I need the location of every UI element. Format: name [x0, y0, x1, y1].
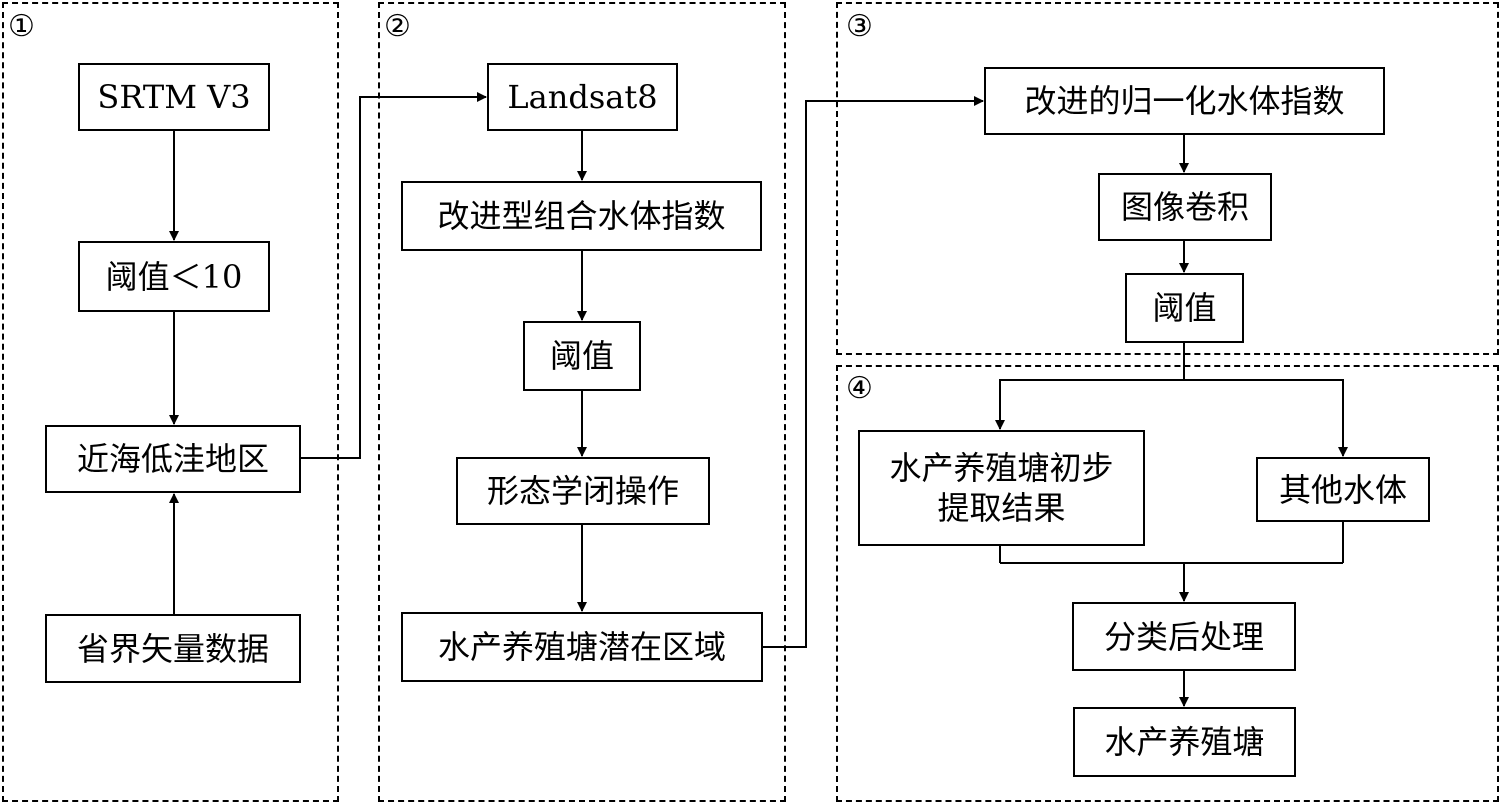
node-threshold-2: 阈值	[523, 321, 641, 391]
node-other-water: 其他水体	[1256, 457, 1430, 522]
node-provincial-boundary: 省界矢量数据	[45, 614, 301, 683]
node-preliminary-result: 水产养殖塘初步 提取结果	[858, 430, 1145, 546]
arrow-threshold-to-other-water	[1184, 379, 1348, 457]
node-aquaculture-ponds: 水产养殖塘	[1073, 707, 1296, 777]
node-morphological-closing: 形态学闭操作	[456, 457, 710, 525]
node-post-classification: 分类后处理	[1072, 602, 1296, 671]
node-srtm: SRTM V3	[78, 63, 270, 131]
node-image-convolution: 图像卷积	[1098, 173, 1272, 241]
panel-2-label: ②	[384, 9, 411, 44]
panel-2	[378, 2, 786, 802]
node-threshold-3: 阈值	[1125, 273, 1244, 343]
node-modified-combined-water-index: 改进型组合水体指数	[401, 181, 762, 251]
node-landsat8: Landsat8	[487, 63, 678, 131]
connector-threshold-split	[995, 343, 1185, 430]
arrow-coastal-to-landsat	[301, 92, 487, 459]
panel-1	[2, 2, 339, 802]
panel-3-label: ③	[846, 9, 873, 44]
node-coastal-lowland: 近海低洼地区	[45, 425, 301, 493]
panel-3	[836, 2, 1499, 355]
panel-4-label: ④	[846, 371, 873, 406]
arrow-potential-to-mndwi	[763, 96, 984, 648]
panel-1-label: ①	[8, 9, 35, 44]
node-threshold-lt10: 阈值＜10	[78, 241, 270, 312]
panel-4	[836, 365, 1499, 802]
node-potential-area: 水产养殖塘潜在区域	[401, 612, 763, 682]
node-modified-ndwi: 改进的归一化水体指数	[984, 67, 1385, 135]
